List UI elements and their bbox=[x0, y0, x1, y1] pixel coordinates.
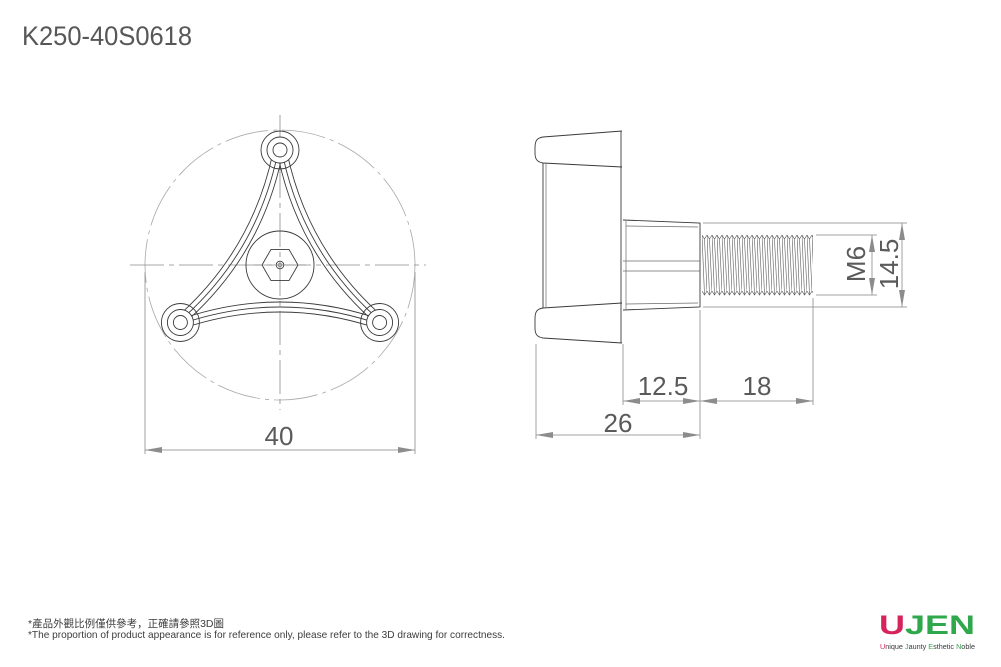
knob-lobe-right bbox=[360, 303, 400, 342]
knob-lobe-top bbox=[260, 130, 300, 170]
dimension-label-26: 26 bbox=[604, 408, 633, 438]
shank bbox=[622, 219, 701, 311]
knob-arm-left bbox=[179, 152, 295, 328]
dimension-thread-length: 18 bbox=[700, 371, 813, 404]
hub-circle bbox=[245, 230, 315, 300]
knob-arm-right bbox=[265, 152, 381, 328]
knob-lobe-left bbox=[160, 303, 200, 342]
knob-head-top-lobe bbox=[534, 130, 623, 168]
side-view: 12.5 18 26 M6 14.5 bbox=[534, 130, 907, 439]
dimension-label-12-5: 12.5 bbox=[638, 371, 689, 401]
knob-star-shape bbox=[160, 130, 400, 342]
footnote-chinese: *產品外觀比例僅供參考，正確請參照3D圖 bbox=[28, 617, 224, 630]
knob-head-bottom-lobe bbox=[534, 302, 623, 344]
dimension-label-14-5: 14.5 bbox=[874, 239, 904, 290]
dimension-label-m6: M6 bbox=[841, 246, 871, 282]
part-number-title: K250-40S0618 bbox=[22, 21, 192, 51]
dimension-overall-diameter: 40 bbox=[144, 272, 416, 454]
extension-lines bbox=[535, 222, 907, 439]
footnote-english: *The proportion of product appearance is… bbox=[28, 629, 505, 641]
dimension-label-18: 18 bbox=[743, 371, 772, 401]
logo-tagline: Unique Jaunty Esthetic Noble bbox=[880, 644, 975, 651]
logo-letters-jen: JEN bbox=[905, 610, 975, 640]
dimension-head-to-shoulder: 26 bbox=[536, 408, 700, 438]
dimension-label-40: 40 bbox=[265, 421, 294, 451]
dimension-thread-size: M6 bbox=[841, 235, 875, 295]
front-view: 40 bbox=[130, 115, 426, 454]
m6-thread bbox=[702, 234, 813, 296]
dimension-shank-diameter: 14.5 bbox=[874, 223, 905, 307]
logo-letter-u: U bbox=[879, 610, 905, 640]
dimension-shank-length: 12.5 bbox=[623, 371, 700, 404]
